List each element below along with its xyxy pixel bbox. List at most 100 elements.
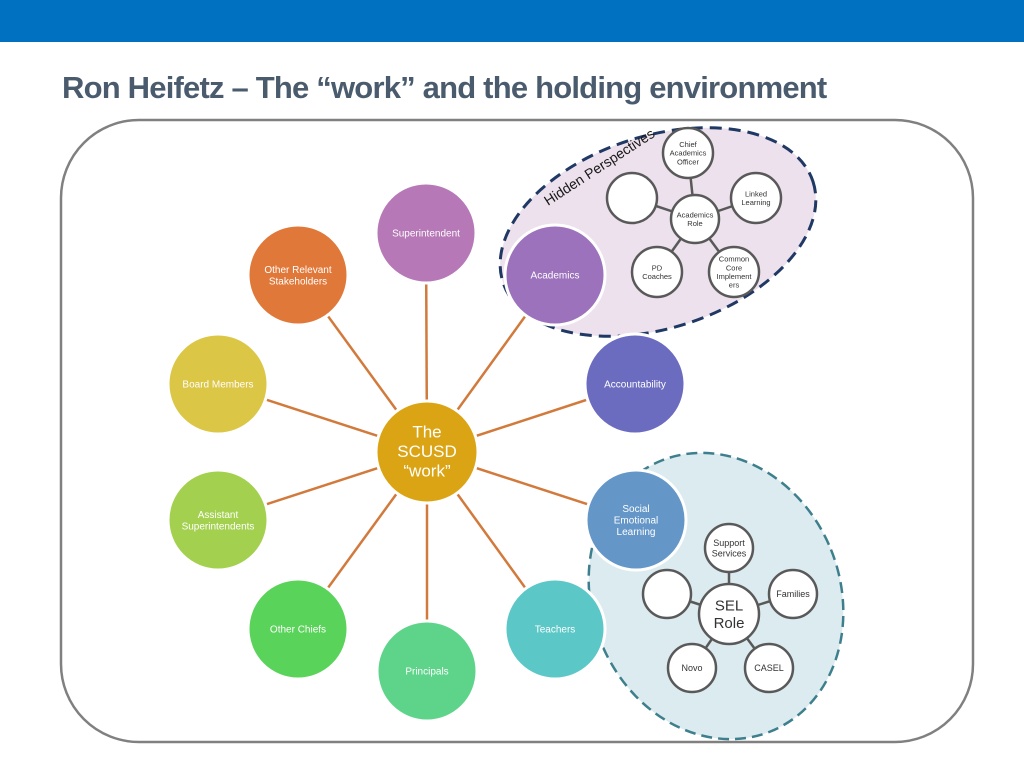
node-board-members: Board Members [166, 332, 270, 436]
sel-cluster-node-families-label: Families [776, 589, 810, 599]
node-accountability-label-line: Accountability [604, 380, 666, 391]
node-academics: Academics [503, 223, 607, 327]
sel-cluster-hub-circle [697, 582, 761, 646]
sel-cluster-node-families: Families [767, 568, 819, 620]
node-principals-label: Principals [405, 667, 448, 678]
academics-cluster-hub-label-line: Role [687, 219, 702, 228]
academics-cluster-node-blank [605, 171, 659, 225]
node-other-stakeholders-circle [246, 223, 350, 327]
node-teachers: Teachers [503, 577, 607, 681]
academics-cluster-hub-label-line: Academics [677, 210, 714, 219]
node-assistant-superintendents-label-line: Assistant [198, 510, 239, 521]
node-board-members-label: Board Members [182, 380, 253, 391]
sel-cluster-node-novo: Novo [666, 642, 718, 694]
header-band [0, 0, 1024, 42]
sel-cluster-node-novo-label: Novo [681, 663, 702, 673]
center-node-label-line: The [412, 422, 441, 441]
sel-cluster-hub-label-line: SEL [715, 598, 743, 615]
sel-cluster-node-families-circle [767, 568, 819, 620]
node-sel-circle [584, 468, 688, 572]
node-sel-label-line: Emotional [614, 516, 658, 527]
academics-cluster-node-common-core-implementers-label-line: ers [729, 281, 740, 290]
academics-cluster-node-linked-learning-label-line: Linked [745, 189, 767, 198]
node-academics-label-line: Academics [531, 271, 580, 282]
node-assistant-superintendents-label-line: Superintendents [182, 521, 255, 532]
academics-cluster-hub-circle [669, 193, 721, 245]
node-superintendent-label: Superintendent [392, 229, 460, 240]
academics-cluster-node-common-core-implementers-label-line: Core [726, 263, 742, 272]
node-other-chiefs-label-line: Other Chiefs [270, 625, 326, 636]
sel-cluster-node-support-services-circle [703, 522, 755, 574]
sel-cluster-node-blank [641, 568, 693, 620]
sel-cluster-node-casel-circle [743, 642, 795, 694]
sel-cluster-node-support-services-label-line: Services [712, 548, 747, 558]
slide-title: Ron Heifetz – The “work” and the holding… [62, 70, 827, 105]
academics-cluster-node-pd-coaches-label-line: Coaches [642, 272, 672, 281]
sel-cluster-node-casel-label: CASEL [754, 663, 784, 673]
academics-cluster-node-blank-circle [605, 171, 659, 225]
node-superintendent: Superintendent [374, 181, 478, 285]
sel-cluster-node-casel: CASEL [743, 642, 795, 694]
sel-cluster-node-support-services-label-line: Support [713, 538, 745, 548]
node-accountability: Accountability [583, 332, 687, 436]
node-assistant-superintendents-circle [166, 468, 270, 572]
academics-cluster-node-linked-learning-circle [729, 171, 783, 225]
node-other-stakeholders-label-line: Other Relevant [264, 265, 331, 276]
academics-cluster-node-pd-coaches-circle [630, 245, 684, 299]
spoke-nodes: SuperintendentAcademicsAccountabilitySoc… [166, 181, 688, 723]
node-academics-label: Academics [531, 271, 580, 282]
node-superintendent-circle [374, 181, 478, 285]
sel-cluster-node-casel-label-line: CASEL [754, 663, 784, 673]
center-node-label-line: SCUSD [397, 442, 457, 461]
node-other-stakeholders-label-line: Stakeholders [269, 276, 327, 287]
node-principals: Principals [375, 619, 479, 723]
node-board-members-circle [166, 332, 270, 436]
academics-cluster-node-linked-learning-label-line: Learning [741, 198, 770, 207]
center-node-circle [374, 399, 480, 505]
academics-cluster-node-chief-academics-officer-circle [661, 126, 715, 180]
node-superintendent-label-line: Superintendent [392, 229, 460, 240]
academics-cluster-node-chief-academics-officer-label-line: Academics [670, 149, 707, 158]
node-accountability-circle [583, 332, 687, 436]
node-sel-label-line: Learning [617, 527, 656, 538]
node-teachers-label-line: Teachers [535, 625, 576, 636]
center-node-label-line: “work” [403, 462, 451, 481]
academics-cluster-node-chief-academics-officer-label-line: Chief [679, 140, 697, 149]
node-accountability-label: Accountability [604, 380, 666, 391]
sel-cluster-hub-label-line: Role [714, 615, 745, 632]
sel-cluster-node-novo-circle [666, 642, 718, 694]
node-principals-circle [375, 619, 479, 723]
sel-cluster-node-novo-label-line: Novo [681, 663, 702, 673]
academics-cluster-node-chief-academics-officer-label-line: Officer [677, 157, 699, 166]
sel-cluster-node-families-label-line: Families [776, 589, 810, 599]
node-other-chiefs-label: Other Chiefs [270, 625, 326, 636]
node-teachers-circle [503, 577, 607, 681]
node-sel-label-line: Social [622, 504, 649, 515]
academics-cluster-node-common-core-implementers-circle [707, 245, 761, 299]
node-other-chiefs: Other Chiefs [246, 577, 350, 681]
node-teachers-label: Teachers [535, 625, 576, 636]
